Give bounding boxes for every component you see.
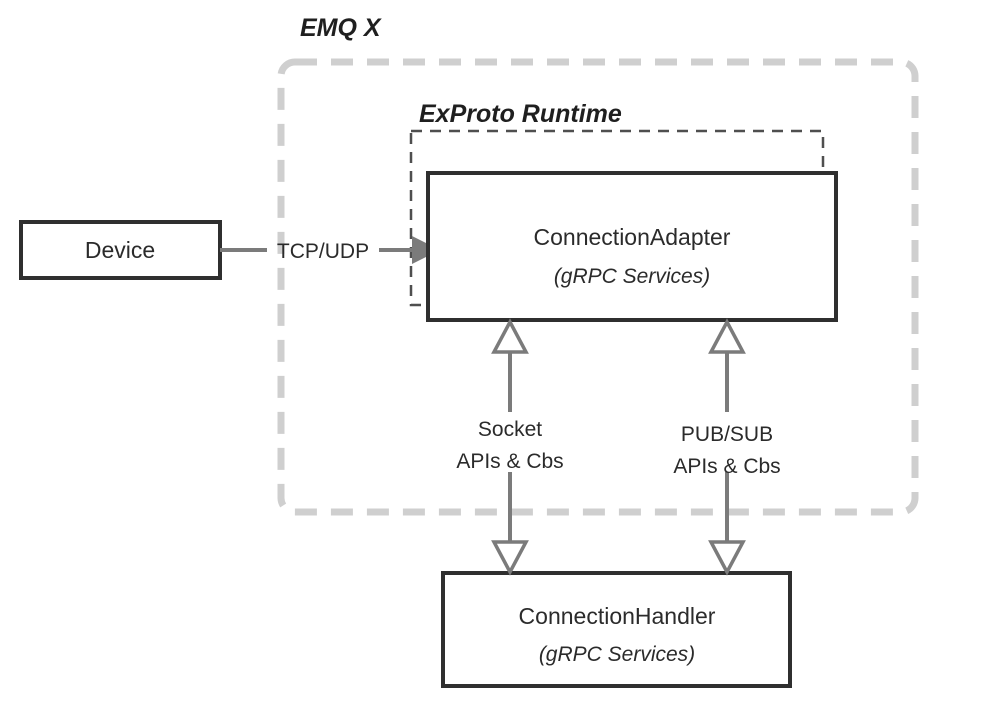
device-label: Device xyxy=(85,237,155,263)
connection-handler-title: ConnectionHandler xyxy=(519,603,716,629)
connection-handler-box[interactable] xyxy=(441,571,792,688)
connection-adapter-box[interactable] xyxy=(426,171,838,322)
emqx-boundary xyxy=(277,58,919,516)
pubsub-label-line1: PUB/SUB xyxy=(681,423,773,446)
pubsub-up-arrowhead-icon xyxy=(708,318,746,354)
pubsub-down-arrowhead-icon xyxy=(708,540,746,576)
socket-up-arrowhead-icon xyxy=(491,318,529,354)
tcp-udp-label: TCP/UDP xyxy=(277,240,369,263)
emqx-title: EMQ X xyxy=(300,14,382,42)
connection-adapter-title: ConnectionAdapter xyxy=(534,224,731,250)
socket-label-line1: Socket xyxy=(478,418,542,441)
connection-handler-subtitle: (gRPC Services) xyxy=(539,643,695,666)
connection-adapter-subtitle: (gRPC Services) xyxy=(554,265,710,288)
socket-down-arrowhead-icon xyxy=(491,540,529,576)
socket-label-line2: APIs & Cbs xyxy=(456,450,563,473)
exproto-runtime-title: ExProto Runtime xyxy=(419,100,622,128)
pubsub-label-line2: APIs & Cbs xyxy=(673,455,780,478)
